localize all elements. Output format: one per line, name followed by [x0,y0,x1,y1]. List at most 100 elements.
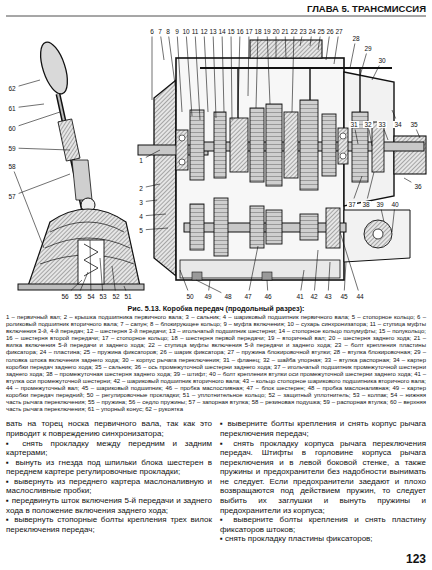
callout-number: 10 [181,28,190,35]
leader-line [222,37,224,113]
leader-line [355,130,358,145]
leader-line [90,240,92,291]
leader-line [310,37,311,47]
leader-line [146,184,160,187]
leader-line [248,37,250,97]
callout-number: 54 [86,293,95,300]
leader-line [300,37,302,47]
leader-line [267,37,270,105]
callout-number: 39 [375,201,384,208]
text-column: ▪ выверните болты крепления и снять корп… [220,419,426,544]
leader-line [367,172,374,199]
callout-number: 7 [157,28,163,35]
leader-line [80,272,88,291]
text-column: вать на торец носка первичного вала, так… [6,419,212,534]
callout-number: 41 [295,293,304,300]
leader-line [209,280,210,291]
callout-number: 53 [98,293,107,300]
leader-line [314,250,318,291]
callout-number: 51 [123,293,132,300]
leader-line [124,286,126,291]
leader-line [238,37,240,111]
callout-number: 59 [7,145,16,152]
leader-line [100,258,103,291]
callout-number: 40 [390,201,399,208]
callout-number: 28 [351,35,360,42]
gearbox-housing [138,40,426,280]
callout-number: 25 [316,28,325,35]
body-text: ▪ снять прокладку между передним и задни… [6,439,212,458]
leader-line [340,232,358,291]
leader-line [19,148,70,150]
callout-number: 27 [334,28,343,35]
callout-number: 44 [355,293,364,300]
body-text: ▪ выверните болты крепления и снять корп… [220,419,426,438]
callout-number: 5 [138,227,144,234]
leader-line [276,37,277,59]
callout-number: 22 [289,28,298,35]
leader-line [195,37,200,121]
callout-number: 14 [217,28,226,35]
leader-line [267,280,269,291]
leader-line [196,280,221,293]
callout-number: 9 [174,28,180,35]
callout-number: 11 [191,28,200,35]
leader-line [112,266,115,291]
leader-line [146,228,168,230]
leader-line [256,37,258,109]
callout-number: 61 [7,105,16,112]
parts-list: 1 – первичный вал; 2 – крышка подшипника… [6,314,426,413]
leader-line [318,37,320,51]
leader-line [177,37,182,113]
callout-number: 32 [363,121,372,128]
callout-number: 52 [111,293,120,300]
leader-line [146,214,166,216]
leader-line [360,54,366,77]
leader-line [19,174,70,193]
leader-line [328,262,330,291]
leader-line [186,37,192,117]
callout-number: 34 [393,121,402,128]
leader-line [19,80,40,86]
callout-number: 13 [208,28,217,35]
leader-line [334,37,338,65]
callout-number: 16 [235,28,244,35]
callout-number: 38 [361,201,370,208]
body-text: ▪ выверните болты крепления и снять плас… [220,515,426,534]
body-text: ▪ снять прокладку пластины фиксаторов; [220,534,426,544]
callout-number: 33 [377,121,386,128]
leader-line [404,178,411,182]
leader-line [392,210,394,233]
callout-number: 58 [7,163,16,170]
leader-line [213,37,216,119]
leader-line [19,104,44,107]
leader-line [381,210,384,223]
leader-line [344,262,346,291]
page-number: 123 [406,552,426,566]
callout-number: 56 [60,293,69,300]
callout-number: 45 [339,293,348,300]
callout-number: 24 [307,28,316,35]
callout-number: 36 [413,183,422,190]
leader-line [285,37,287,59]
running-header: ГЛАВА 5. ТРАНСМИССИЯ [307,3,426,14]
leader-line [354,176,362,199]
callout-number: 50 [185,293,194,300]
callout-number: 47 [243,293,252,300]
callout-number: 4 [138,213,144,220]
leader-line [326,37,329,61]
leader-line [301,270,304,291]
leader-line [14,172,44,249]
callout-number: 31 [349,121,358,128]
leader-line [180,270,188,291]
callout-number: 6 [149,28,155,35]
callout-number: 1 [138,157,144,164]
leader-line [369,130,372,147]
callout-number: 46 [263,293,272,300]
figure-caption: Рис. 5.13. Коробка передач (продольный р… [128,304,305,313]
leader-line [146,200,157,201]
callout-number: 20 [271,28,280,35]
callout-number: 2 [138,185,144,192]
callout-number: 42 [309,293,318,300]
callout-number: 60 [7,125,16,132]
